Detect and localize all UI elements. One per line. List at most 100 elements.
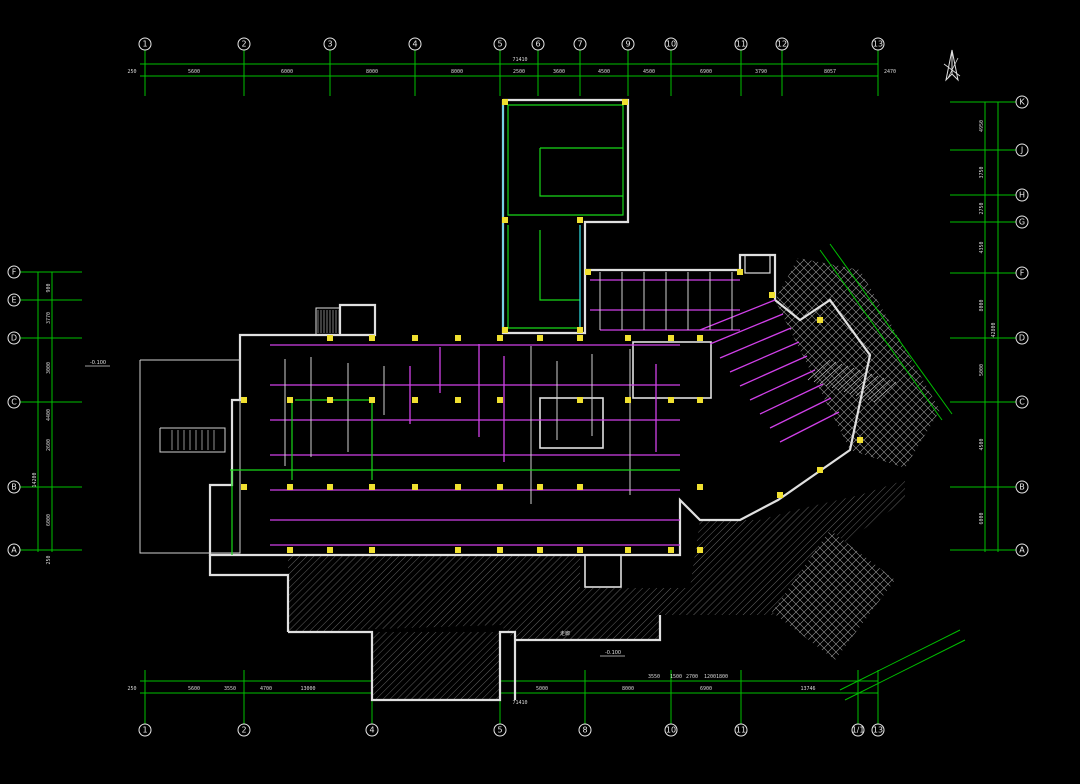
svg-text:8: 8 [582, 726, 587, 735]
bottom-axis-bubble: 4 [365, 723, 379, 737]
svg-text:11: 11 [736, 40, 746, 49]
right-dimension-value: 5000 [979, 364, 985, 376]
right-dimension-value: 2750 [979, 202, 985, 214]
right-dimension-value: 4350 [979, 241, 985, 253]
bottom-dimension-value: 2700 [686, 674, 698, 680]
svg-text:12: 12 [777, 40, 787, 49]
bottom-dimension-value: 3550 [224, 686, 236, 692]
courtyards [539, 254, 771, 588]
bottom-axis-bubbles: 1 2 4 5 8 10 11 1/1 13 [138, 723, 885, 737]
top-axis-bubble: 4 [408, 37, 422, 51]
bottom-dimension-value: 5600 [188, 686, 200, 692]
structural-columns [241, 99, 863, 553]
corridor-label: 走廊 [560, 630, 570, 637]
svg-text:11: 11 [736, 726, 746, 735]
svg-text:D: D [11, 334, 17, 343]
top-axis-bubble: 7 [573, 37, 587, 51]
svg-text:J: J [1020, 146, 1023, 155]
bottom-dimension-value: 8000 [622, 686, 634, 692]
top-axis-bubble: 2 [237, 37, 251, 51]
left-dimension-value: 6000 [46, 514, 52, 526]
bottom-axis-bubble: 10 [664, 723, 678, 737]
bottom-dimension-value: 1500 [670, 674, 682, 680]
top-axis-bubble: 12 [775, 37, 789, 51]
top-axis-bubble: 1 [138, 37, 152, 51]
bottom-dimension-value: 3550 [648, 674, 660, 680]
right-dimension-value: 3750 [979, 166, 985, 178]
svg-text:3: 3 [327, 40, 332, 49]
top-dimension-value: 2470 [884, 69, 896, 75]
bottom-dimension-value: 5000 [536, 686, 548, 692]
svg-text:10: 10 [666, 40, 676, 49]
top-total-dimension: 71410 [512, 57, 527, 63]
top-axis-bubble: 5 [493, 37, 507, 51]
right-axis-bubbles: K J H G F D C B A [1015, 95, 1029, 557]
top-dimension-value: 6000 [281, 69, 293, 75]
svg-text:B: B [1019, 483, 1025, 492]
svg-text:4: 4 [369, 726, 374, 735]
svg-text:A: A [11, 546, 17, 555]
right-axis-bubble: J [1015, 143, 1029, 157]
left-dimension-value: 250 [46, 555, 52, 564]
svg-text:F: F [1020, 269, 1025, 278]
svg-text:D: D [1019, 334, 1025, 343]
paving-hatch [288, 258, 940, 700]
svg-text:4: 4 [412, 40, 417, 49]
bottom-axis-bubble: 11 [734, 723, 748, 737]
north-arrow-icon [943, 49, 961, 82]
top-axis-bubble: 10 [664, 37, 678, 51]
left-dimension-value: 4400 [46, 409, 52, 421]
right-axis-bubble: B [1015, 480, 1029, 494]
svg-text:13: 13 [873, 726, 883, 735]
bottom-axis-bubble: 8 [578, 723, 592, 737]
stair-west [171, 310, 897, 450]
bottom-dimension-value: 1800 [716, 674, 728, 680]
right-axis-bubble: D [1015, 331, 1029, 345]
bottom-dimension-value: 13746 [800, 686, 815, 692]
left-axis-bubble: F [7, 265, 21, 279]
svg-text:9: 9 [625, 40, 630, 49]
top-dimension-value: 6900 [700, 69, 712, 75]
svg-text:2: 2 [241, 40, 246, 49]
svg-text:B: B [11, 483, 17, 492]
interior-partitions [230, 272, 840, 555]
right-axis-bubble: K [1015, 95, 1029, 109]
top-dimension-value: 2500 [513, 69, 525, 75]
top-dimension-value: 3600 [553, 69, 565, 75]
left-axis-bubble: E [7, 293, 21, 307]
svg-text:1/1: 1/1 [852, 726, 865, 735]
right-dimension-value: 4950 [979, 120, 985, 132]
svg-text:G: G [1019, 218, 1025, 227]
svg-text:1: 1 [142, 726, 147, 735]
svg-text:13: 13 [873, 40, 883, 49]
svg-text:10: 10 [666, 726, 676, 735]
right-dimension-value: 6000 [979, 512, 985, 524]
top-axis-bubble: 6 [531, 37, 545, 51]
svg-text:F: F [12, 268, 17, 277]
top-dimension-value: 250 [127, 69, 136, 75]
left-dimension-value: 14200 [32, 472, 38, 487]
svg-text:5: 5 [497, 40, 502, 49]
left-dimension-value: 900 [46, 283, 52, 292]
bottom-dimension-value: 250 [127, 686, 136, 692]
right-axis-bubble: H [1015, 188, 1029, 202]
left-axis-bubble: D [7, 331, 21, 345]
svg-text:2: 2 [241, 726, 246, 735]
top-axis-bubble: 13 [871, 37, 885, 51]
elevation-label-west: -0.100 [90, 360, 106, 366]
svg-text:1: 1 [142, 40, 147, 49]
right-axis-bubble: A [1015, 543, 1029, 557]
north-wing-interior [502, 100, 624, 333]
top-axis-bubble: 11 [734, 37, 748, 51]
right-axis-bubble: C [1015, 395, 1029, 409]
top-dimension-value: 3790 [755, 69, 767, 75]
top-dimension-value: 8057 [824, 69, 836, 75]
left-axis-bubble: A [7, 543, 21, 557]
bottom-axis-bubble: 1 [138, 723, 152, 737]
bottom-axis-bubble: 5 [493, 723, 507, 737]
